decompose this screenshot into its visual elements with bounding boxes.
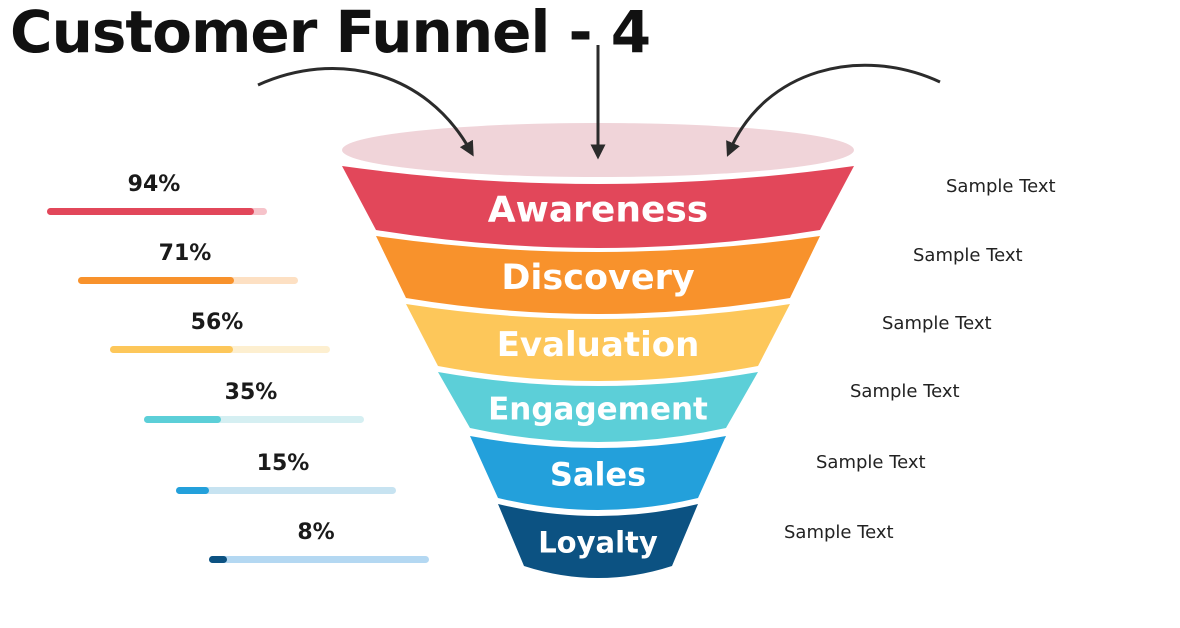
stage-percentage: 94% — [127, 172, 181, 197]
progress-bar-track — [144, 416, 364, 423]
funnel-stage-label: Awareness — [488, 189, 708, 230]
stage-percentage: 56% — [190, 310, 244, 335]
progress-bar-fill — [209, 556, 227, 563]
progress-bar-fill — [47, 208, 254, 215]
stage-note: Sample Text — [850, 381, 960, 402]
page-title: Customer Funnel - 4 — [10, 0, 651, 66]
progress-bar-track — [47, 208, 267, 215]
funnel-layers: AwarenessDiscoveryEvaluationEngagementSa… — [342, 166, 854, 578]
stage-percentage: 15% — [256, 451, 310, 476]
stage-percentage: 8% — [297, 520, 335, 545]
progress-bar-fill — [78, 277, 235, 284]
stage-note: Sample Text — [784, 522, 894, 543]
stage-note: Sample Text — [946, 176, 1056, 197]
funnel-stage-evaluation — [406, 304, 790, 381]
funnel-stage-label: Engagement — [488, 391, 708, 427]
funnel-stage-label: Loyalty — [538, 525, 658, 559]
funnel-stage-engagement — [438, 372, 758, 442]
funnel-stage-label: Evaluation — [497, 325, 700, 365]
arrow-right-icon — [726, 63, 941, 157]
stage-percentage: 35% — [224, 380, 278, 405]
stage-note: Sample Text — [913, 245, 1023, 266]
progress-bar-fill — [176, 487, 209, 494]
funnel-stage-label: Sales — [550, 455, 646, 493]
stage-note: Sample Text — [816, 452, 926, 473]
funnel-stage-awareness — [342, 166, 854, 248]
progress-bar-fill — [144, 416, 221, 423]
progress-bar-track — [209, 556, 429, 563]
funnel-stage-discovery — [376, 236, 820, 314]
stage-note: Sample Text — [882, 313, 992, 334]
funnel-stage-label: Discovery — [501, 258, 694, 298]
progress-bar-track — [176, 487, 396, 494]
stage-percentage: 71% — [158, 241, 212, 266]
progress-bar-fill — [110, 346, 234, 353]
funnel-stage-loyalty — [498, 504, 698, 578]
arrow-left-icon — [257, 67, 474, 157]
funnel-stage-sales — [470, 436, 726, 510]
progress-bar-track — [110, 346, 330, 353]
progress-bar-track — [78, 277, 298, 284]
